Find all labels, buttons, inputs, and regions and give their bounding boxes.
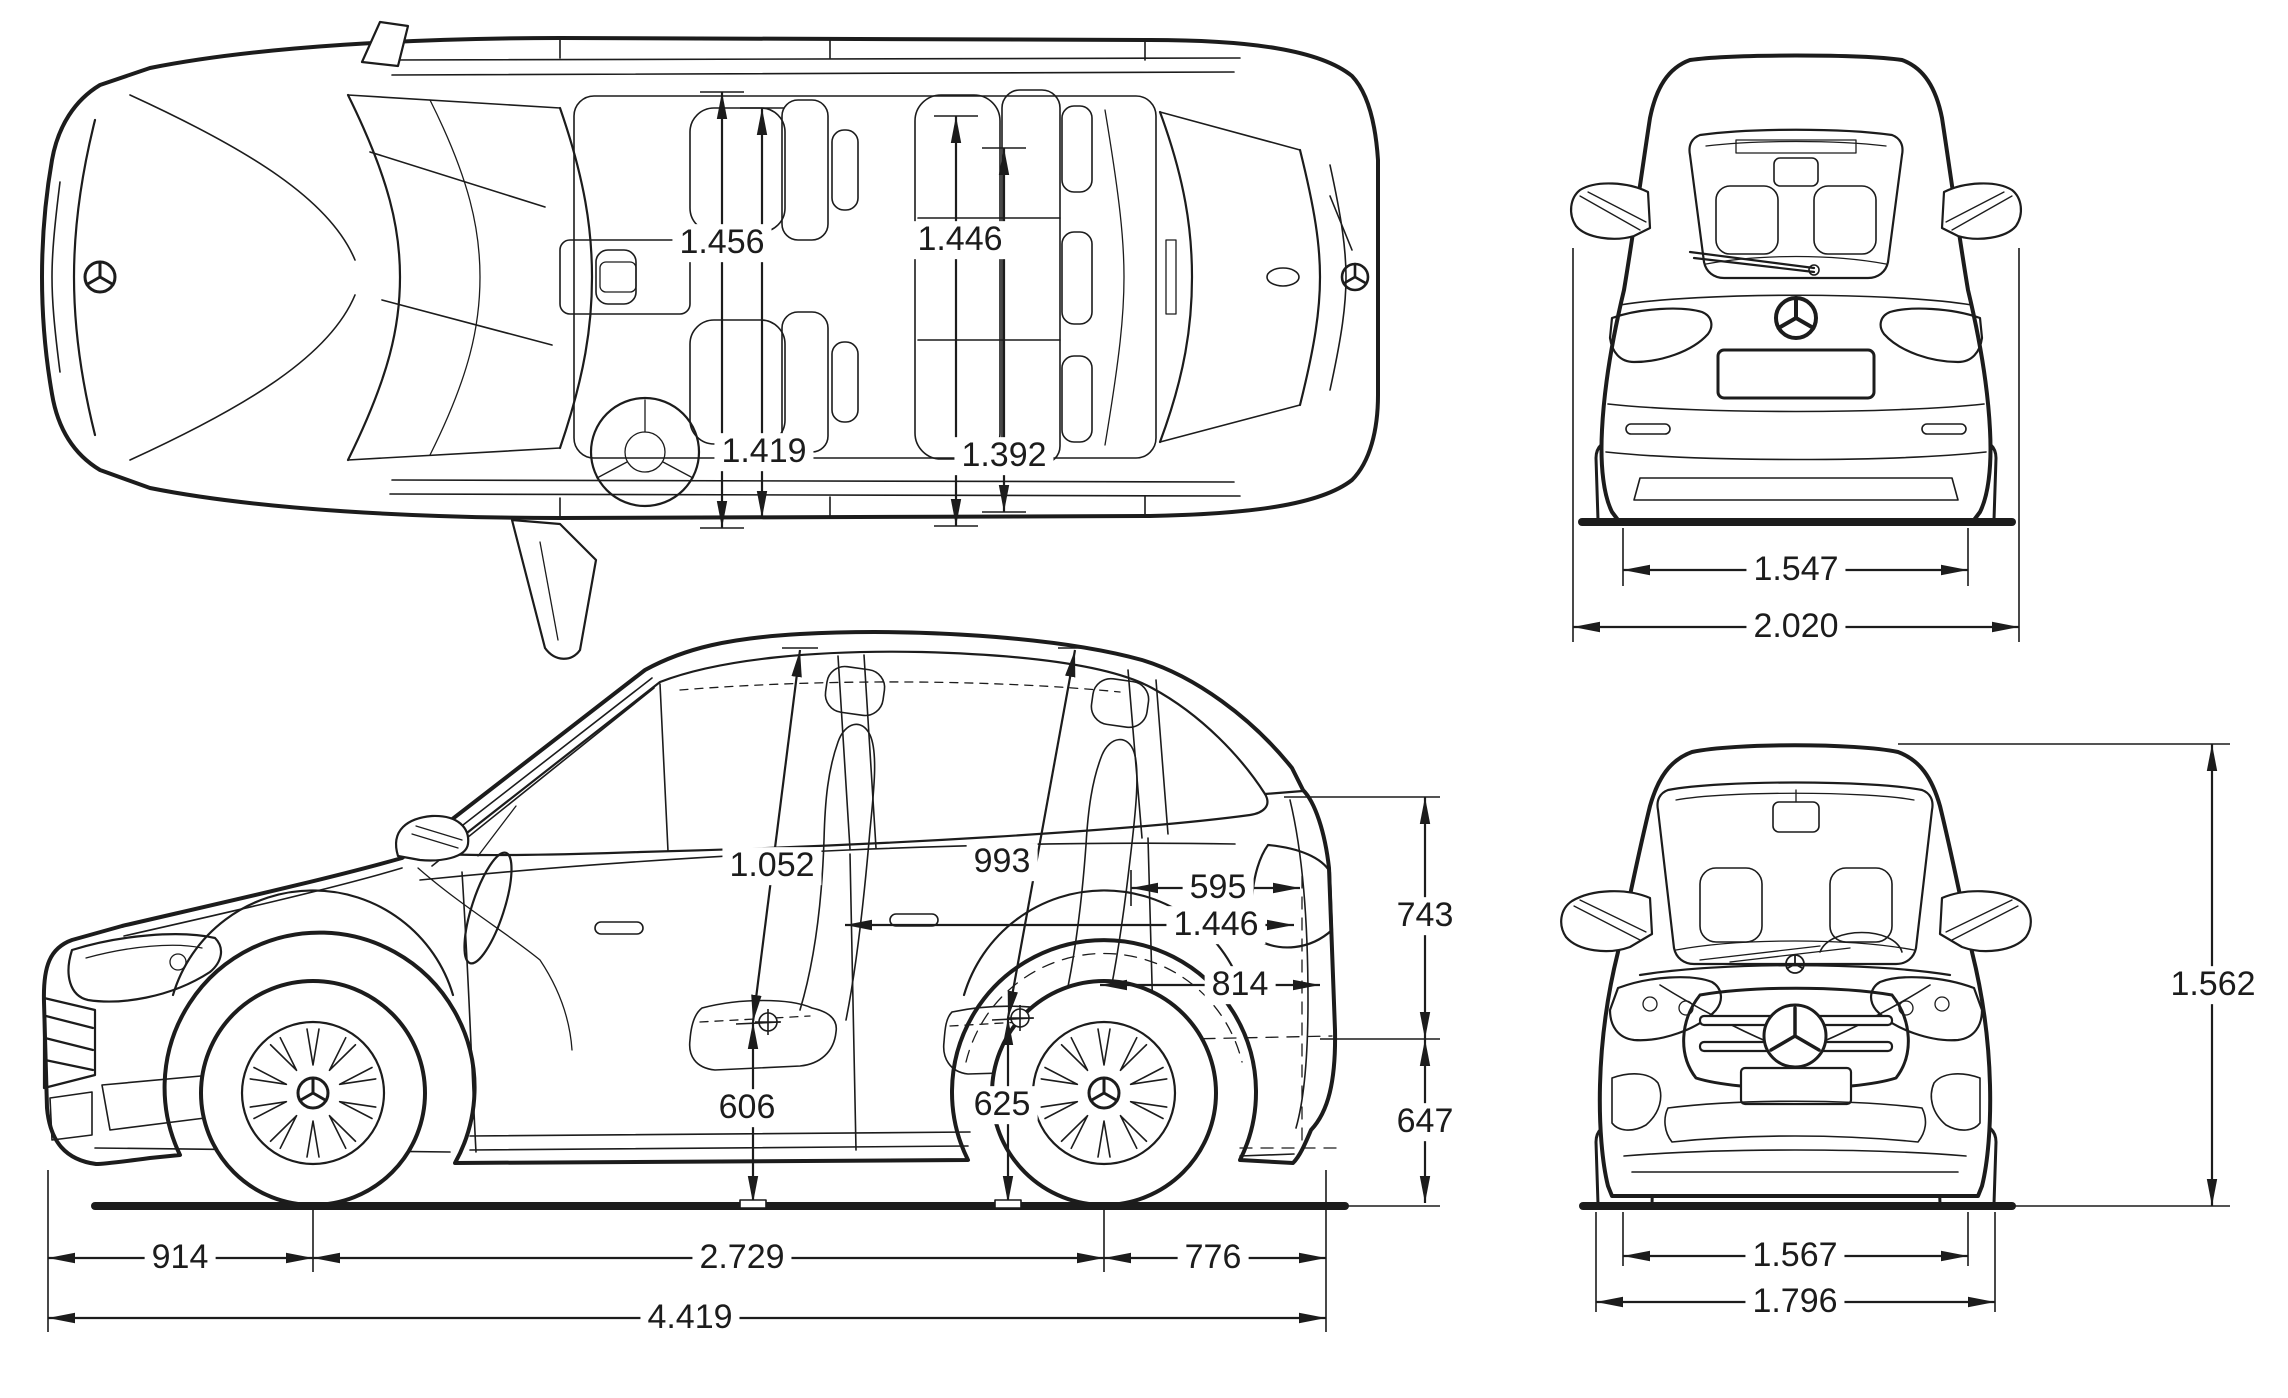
dim-label-side-993: 993 [966,843,1038,881]
front-headlight-right [1870,976,1984,1042]
top-wipers [369,151,553,346]
front-wipers [1699,945,1851,963]
rear-dims [1572,248,2020,642]
side-rear-headrest [1090,677,1150,729]
rear-brake-light [1735,139,1857,154]
top-antenna-fin [1266,267,1300,287]
side-arch-rear [962,889,1246,997]
rear-window [1688,128,1904,280]
rear-interior-mirror [1773,157,1819,187]
dim-label-top-1419: 1.419 [714,433,814,471]
top-interior [429,89,1125,508]
front-view-car [1560,743,2230,1312]
dim-label-front-1562: 1.562 [2163,966,2263,1004]
rear-headrest-left [1715,185,1779,255]
dim-label-front-1796: 1.796 [1745,1283,1845,1321]
rear-license-plate [1716,348,1876,400]
front-side-intake-right [1930,1073,1981,1131]
dim-label-side-606: 606 [711,1089,783,1127]
front-interior-mirror [1772,801,1820,833]
front-mirror-right [1938,890,2032,953]
dim-label-side-595: 595 [1182,869,1254,907]
dim-label-rear-1547: 1.547 [1746,551,1846,589]
dim-line-1052 [751,649,802,1023]
rear-wiper [1688,250,1816,274]
dim-label-top-1392: 1.392 [954,437,1054,475]
side-wheel-front [201,981,425,1205]
dim-label-side-647: 647 [1389,1103,1461,1141]
front-headrest-right [1829,867,1893,943]
top-view-car [40,20,1380,660]
side-mirror [395,814,470,862]
side-steering-wheel [463,851,513,965]
side-view-car [41,630,1440,1332]
rear-view-car [1570,53,2022,642]
rear-mirror-left [1570,182,1652,240]
dim-label-side-1052: 1.052 [722,847,822,885]
side-arch-front [171,889,455,997]
rear-headrest-right [1813,185,1877,255]
dim-label-top-1456: 1.456 [672,224,772,262]
dim-label-side-914: 914 [144,1239,216,1277]
side-door-handle-front [594,921,644,935]
dim-label-side-1446: 1.446 [1166,906,1266,944]
top-body-outline [40,36,1380,520]
dim-label-side-814: 814 [1204,966,1276,1004]
dim-label-rear-2020: 2.020 [1746,608,1846,646]
side-grille [42,996,97,1090]
top-mirror-right [360,20,410,68]
rear-taillight-left [1608,307,1713,364]
top-steering-wheel [589,396,701,508]
front-lower-intake [1664,1100,1927,1143]
dim-label-top-1446: 1.446 [910,221,1010,259]
dim-label-side-776: 776 [1177,1239,1249,1277]
side-headlight [67,933,223,1003]
dim-label-side-625: 625 [966,1086,1038,1124]
side-front-headrest [824,665,886,717]
top-mirror-left [510,518,598,660]
dim-label-side-4419: 4.419 [640,1299,740,1337]
rear-diffuser [1633,477,1959,501]
front-grille [1682,986,1910,1090]
front-headrest-left [1699,867,1763,943]
dim-label-side-743: 743 [1389,897,1461,935]
front-windshield [1656,781,1934,966]
front-headlight-left [1608,976,1722,1042]
dim-line-993 [1006,649,1077,1019]
front-mirror-left [1560,890,1654,953]
rear-taillight-right [1879,307,1984,364]
front-side-intake-left [1611,1073,1662,1131]
front-steering-wheel [1819,931,1903,953]
front-license-plate [1739,1066,1853,1106]
dim-label-side-2729: 2.729 [692,1239,792,1277]
dim-label-front-1567: 1.567 [1745,1237,1845,1275]
rear-body-outline [1599,53,1993,522]
rear-mirror-right [1940,182,2022,240]
